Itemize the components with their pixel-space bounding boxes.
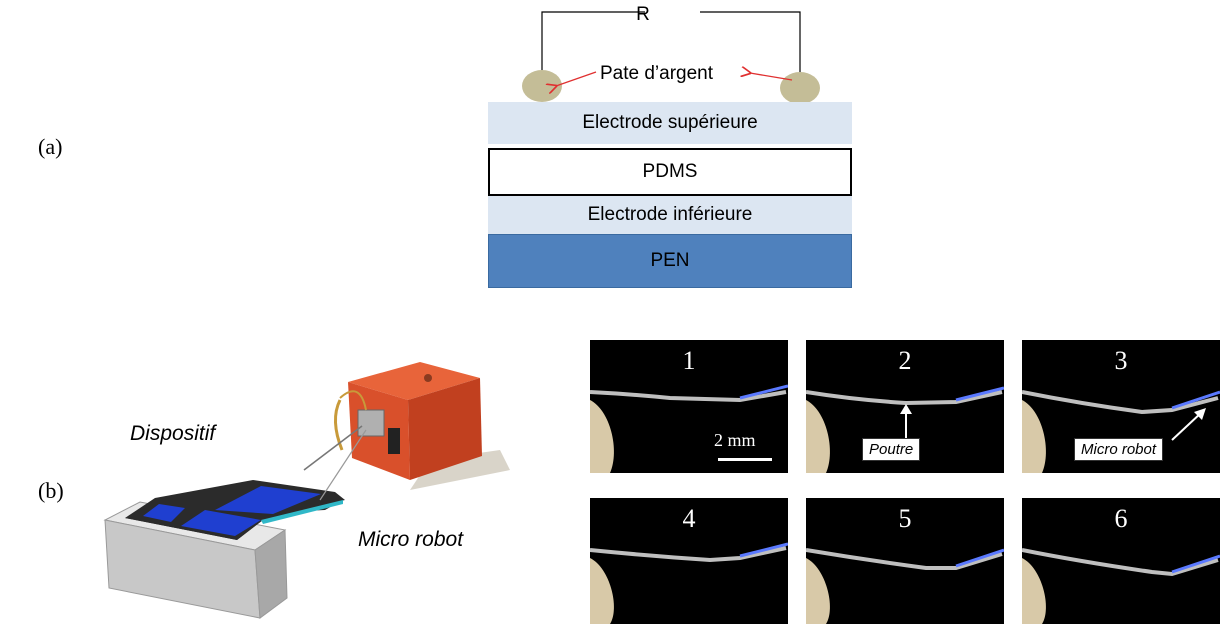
photo-number: 1 [682,346,696,375]
paste-arrows [540,60,793,100]
photo-number: 4 [682,504,696,533]
right-wire [700,11,801,86]
poutre-callout: Poutre [862,438,921,461]
photo-3: 3 Micro robot [1022,340,1220,473]
photo-number: 2 [898,346,912,375]
photo-number: 6 [1114,504,1128,533]
photo-4: 4 [590,498,788,624]
left-wire [541,11,645,86]
micro-robot-callout: Micro robot [1074,438,1164,461]
photo-number: 3 [1114,346,1128,375]
micro-robot-illustration [303,362,510,501]
device-illustration [103,480,345,619]
scale-bar [718,458,772,461]
silver-paste-label: Pate d’argent [600,63,714,84]
layer-pdms: PDMS [488,148,852,196]
layer-bottom-electrode: Electrode inférieure [488,196,852,234]
layer-top-electrode: Electrode supérieure [488,102,852,144]
micro-robot-label: Micro robot [358,528,464,551]
photo-number: 5 [898,504,912,533]
arrow-right [750,73,793,81]
resistor-circuit [541,11,801,86]
layer-pen: PEN [488,234,852,288]
arrow-left [556,71,597,86]
device-label: Dispositif [130,422,216,445]
photo-6: 6 [1022,498,1220,624]
panel-b-label: (b) [38,478,64,503]
silver-paste-right [780,72,820,104]
panel-a-label: (a) [38,134,63,159]
photo-2: 2 Poutre [806,340,1004,473]
resistor-label: R [636,4,650,25]
photo-5: 5 [806,498,1004,624]
photo-1: 1 2 mm [590,340,788,473]
scale-bar-label: 2 mm [714,430,756,450]
